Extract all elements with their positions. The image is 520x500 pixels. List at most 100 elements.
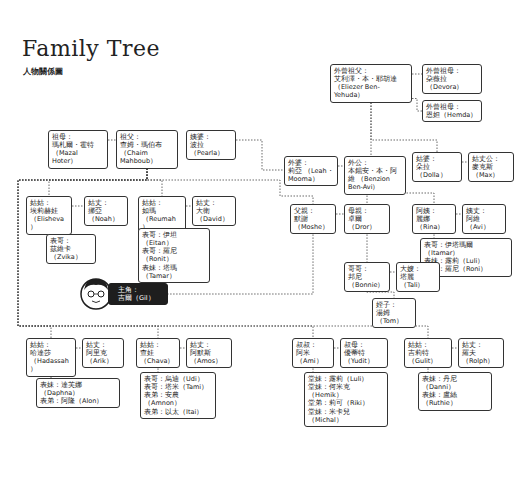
person-box: 姑姑：吉莉特（Gulit）: [404, 338, 452, 368]
person-text: 母親：: [348, 207, 386, 215]
person-text: 外曾祖母：: [426, 67, 478, 75]
person-text: 表哥：塔米（Tami）: [144, 383, 212, 391]
person-text: 姨丈：: [466, 207, 502, 215]
family-link: [412, 74, 422, 75]
person-text: 表弟：安農（Amnon）: [144, 391, 212, 407]
person-text: 表哥：: [50, 237, 92, 245]
person-box: 表妹：達芙娜（Daphna）表弟：阿隆（Alon）: [36, 378, 120, 408]
family-link: [367, 234, 368, 262]
person-text: 波拉（Pearla）: [190, 141, 232, 157]
protagonist-box: 主角：吉爾（Gil）: [108, 283, 168, 305]
diagram-title: Family Tree: [22, 36, 160, 61]
family-link: [412, 99, 422, 112]
person-text: 姪子：: [376, 301, 412, 309]
person-text: 吉爾（Gil）: [118, 294, 164, 302]
person-text: 恩妲（Hemda）: [426, 111, 478, 119]
family-link: [18, 169, 158, 339]
person-text: 埃莉赫娃 （Elisheva）: [30, 207, 68, 231]
person-text: 堂弟：莉可（Riki）: [308, 399, 384, 407]
person-text: 挪亞（Noah）: [88, 207, 124, 223]
person-box: 表哥：烏迪（Udi）表哥：塔米（Tami）表弟：安農（Amnon）表弟：以太（I…: [140, 372, 216, 419]
family-link: [18, 169, 147, 339]
person-text: 表妹：丹尼（Danni）: [422, 375, 488, 391]
family-link: [18, 169, 313, 339]
person-text: 朶薇拉（Devora）: [426, 75, 478, 91]
person-text: 莉亞 （Leah・Mooma）: [288, 167, 334, 183]
person-text: 卓爾（Dror）: [348, 215, 386, 231]
person-box: 姑丈：阿里克（Arik）: [82, 338, 124, 368]
person-text: 姑丈：: [88, 199, 124, 207]
person-box: 祖父：查姆・瑪伯布 （Chaim Mahboub）: [116, 130, 178, 169]
person-text: 姑丈公：: [472, 155, 510, 163]
person-text: 姑姑：: [140, 341, 176, 349]
person-text: 姑丈：: [462, 341, 500, 349]
person-text: 麗娜（Rina）: [416, 215, 452, 231]
person-text: 外婆：: [288, 159, 334, 167]
family-link: [367, 193, 375, 204]
person-text: 塔麗（Tali）: [400, 273, 436, 289]
person-text: 主角：: [118, 286, 164, 294]
person-text: 表弟：以太（Itai）: [144, 408, 212, 416]
person-text: 姑姑：: [30, 341, 72, 349]
person-text: 堂妹：何米克（Hemik）: [308, 383, 384, 399]
person-text: 瑪札爾・霍特 （Mazal Hoter）: [52, 141, 104, 165]
subtitle-label: 人物關係圖: [23, 66, 63, 77]
person-text: 湯姆（Tom）: [376, 309, 412, 325]
person-text: 外曾祖父：: [334, 67, 408, 75]
person-text: 哥哥：: [348, 265, 386, 273]
person-text: 茲維卡（Zvika）: [50, 245, 92, 261]
person-text: 大嫂：: [400, 265, 436, 273]
person-box: 表妹：丹尼（Danni）表妹：盧絲（Ruthie）: [418, 372, 492, 411]
family-link: [72, 206, 84, 207]
person-text: 查姆・瑪伯布 （Chaim Mahboub）: [120, 141, 174, 165]
person-text: 表哥：伊塔瑪爾（Itamar）: [424, 241, 508, 257]
family-link: [108, 140, 116, 141]
person-box: 姨丈：阿維（Avi）: [462, 204, 506, 234]
person-text: 姑姑：: [30, 199, 68, 207]
person-box: 外曾祖母：朶薇拉（Devora）: [422, 64, 482, 94]
person-box: 外曾祖母：恩妲（Hemda）: [422, 100, 482, 122]
person-box: 姑丈：羅夫（Rolph）: [458, 338, 504, 368]
person-box: 叔母：優蒂特（Yudit）: [340, 338, 388, 368]
family-link: [375, 193, 434, 204]
person-text: 麥克斯（Max）: [472, 163, 510, 179]
person-box: 表哥：伊坦（Eitan）表哥：羅尼（Ronit）表妹：塔瑪（Tamar）: [138, 228, 210, 283]
person-text: 表弟：阿隆（Alon）: [40, 397, 116, 405]
family-link: [49, 169, 147, 197]
person-box: 姨婆：波拉（Pearla）: [186, 130, 236, 160]
person-box: 姪子：湯姆（Tom）: [372, 298, 416, 328]
person-text: 羅夫（Rolph）: [462, 349, 500, 365]
person-text: 阿默斯（Amos）: [190, 349, 228, 365]
person-box: 姑姑：埃莉赫娃 （Elisheva）: [26, 196, 72, 235]
person-text: 表哥：烏迪（Udi）: [144, 375, 212, 383]
person-text: 堂妹：露莉（Luli）: [308, 375, 384, 383]
person-text: 祖父：: [120, 133, 174, 141]
person-text: 朵拉（Dolla）: [416, 163, 458, 179]
person-text: 表哥：伊坦（Eitan）: [142, 231, 206, 247]
person-text: 姑姑：: [408, 341, 448, 349]
person-text: 大衛（David）: [196, 207, 232, 223]
family-link: [147, 169, 162, 197]
person-text: 父親：: [294, 207, 332, 215]
person-box: 哥哥：邦尼（Bonnie）: [344, 262, 390, 292]
person-box: 母親：卓爾（Dror）: [344, 204, 390, 234]
person-box: 父親：默謝（Moshe）: [290, 204, 336, 234]
person-box: 姑丈：阿默斯（Amos）: [186, 338, 232, 368]
person-text: 姑丈：: [86, 341, 120, 349]
person-text: 阿姨：: [416, 207, 452, 215]
family-link: [336, 214, 344, 215]
family-link: [371, 103, 372, 157]
person-text: 查娃（Chava）: [140, 349, 176, 365]
person-text: 艾利澤・本・耶胡達 （Eliezer Ben-Yehuda）: [334, 75, 408, 99]
person-text: 姑婆：: [416, 155, 458, 163]
person-text: 阿里克（Arik）: [86, 349, 120, 365]
person-text: 吉莉特（Gulit）: [408, 349, 448, 365]
family-link: [236, 140, 284, 170]
person-text: 表妹：達芙娜（Daphna）: [40, 381, 116, 397]
person-box: 阿姨：麗娜（Rina）: [412, 204, 456, 234]
person-box: 姑丈：大衛（David）: [192, 196, 236, 226]
person-text: 姑丈：: [190, 341, 228, 349]
person-text: 表妹：塔瑪（Tamar）: [142, 264, 206, 280]
person-text: 姑姑：: [142, 199, 182, 207]
